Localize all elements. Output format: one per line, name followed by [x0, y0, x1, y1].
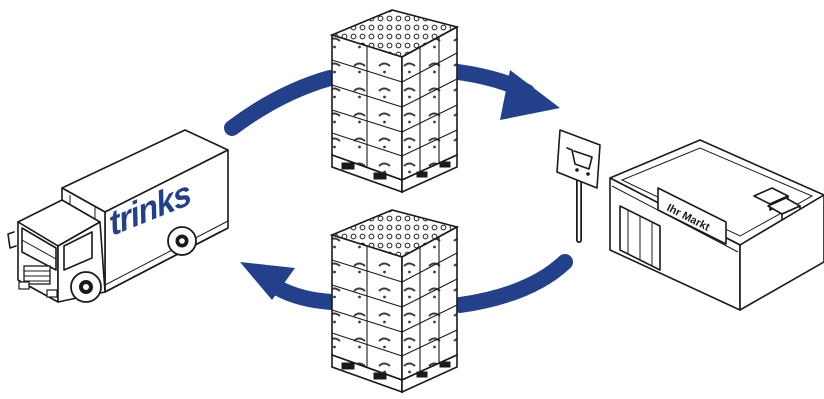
delivery-truck-icon: trinks: [7, 129, 229, 303]
front-wheel: [70, 271, 102, 303]
shopping-cart-sign-icon: [556, 129, 601, 243]
empty-crate-pallet-icon: [331, 209, 458, 393]
arrow-store-to-truck: [240, 254, 573, 313]
supermarket-icon: Ihr Markt: [609, 139, 824, 311]
full-crate-pallet-icon: [331, 9, 458, 193]
rear-wheel: [167, 226, 197, 256]
arrow-truck-to-store: [224, 64, 560, 136]
